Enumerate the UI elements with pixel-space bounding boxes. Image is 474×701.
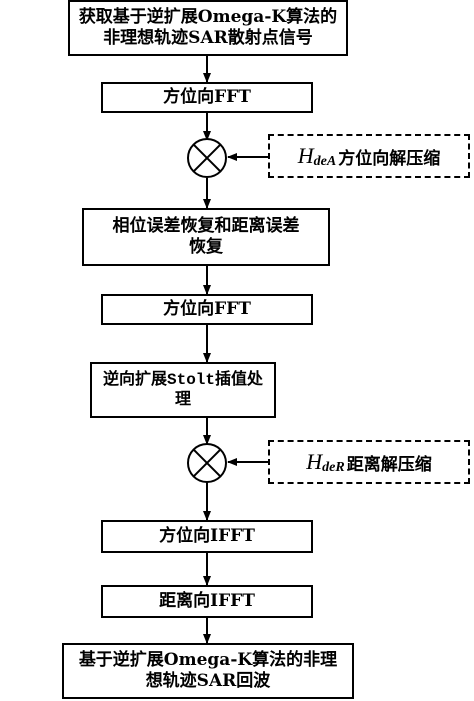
step-azimuth-fft-2: 方位向FFT (101, 294, 313, 325)
step-azimuth-fft-1-text: 方位向FFT (163, 86, 251, 107)
multiplier-node-range (187, 443, 227, 483)
range-decomp-subscript: deR (322, 460, 345, 475)
multiplier-node-azimuth (187, 138, 227, 178)
step-azimuth-ifft: 方位向IFFT (101, 520, 313, 553)
azimuth-decomp-subscript: deA (313, 154, 337, 169)
step-result-text: 基于逆扩展Omega-K算法的非理想轨迹SAR回波 (78, 649, 338, 691)
step-phase-range-recovery-text: 相位误差恢复和距离误差恢复 (112, 215, 300, 257)
step-azimuth-fft-1: 方位向FFT (101, 82, 313, 113)
range-decomp-symbol: H (306, 449, 323, 474)
step-stolt-text: 逆向扩展Stolt插值处理 (102, 371, 263, 409)
step-range-ifft-text: 距离向IFFT (159, 590, 255, 611)
step-azimuth-fft-2-text: 方位向FFT (163, 298, 251, 319)
range-decomp-label: 距离解压缩 (346, 454, 432, 475)
step-result-echo: 基于逆扩展Omega-K算法的非理想轨迹SAR回波 (62, 643, 354, 699)
step-range-ifft: 距离向IFFT (101, 585, 313, 618)
azimuth-decomp-symbol: H (297, 143, 314, 168)
step-stolt-interpolation: 逆向扩展Stolt插值处理 (90, 362, 276, 418)
step-phase-range-recovery: 相位误差恢复和距离误差恢复 (82, 208, 330, 266)
step-acquire-signal: 获取基于逆扩展Omega-K算法的非理想轨迹SAR散射点信号 (68, 0, 348, 56)
azimuth-decomp-label: 方位向解压缩 (338, 148, 441, 169)
step-azimuth-ifft-text: 方位向IFFT (159, 525, 255, 546)
step-acquire-text: 获取基于逆扩展Omega-K算法的非理想轨迹SAR散射点信号 (78, 6, 338, 48)
